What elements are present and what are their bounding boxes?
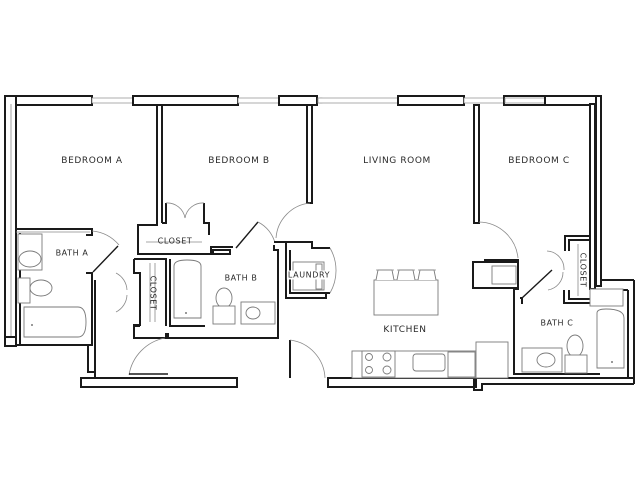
top-exterior-wall	[4, 95, 601, 106]
right-exterior-wall	[589, 95, 635, 384]
entry-hall-walls	[94, 337, 326, 379]
bath-a-walls	[16, 228, 120, 373]
left-exterior-wall	[4, 95, 17, 347]
room-label-bath-a: BATH A	[55, 248, 89, 258]
room-label-closet-b-side: CLOSET	[148, 275, 158, 311]
room-label-bath-b: BATH B	[224, 273, 258, 283]
bedroom-a-b-divider	[137, 105, 163, 237]
living-bedroom-c-divider	[473, 104, 519, 259]
bedroom-b-living-divider	[275, 104, 313, 239]
room-label-closet-c: CLOSET	[578, 252, 588, 288]
room-label-bedroom-c: BEDROOM C	[508, 156, 570, 166]
room-label-laundry: LAUNDRY	[286, 270, 332, 280]
room-label-bedroom-b: BEDROOM B	[208, 156, 270, 166]
bath-b-closets-walls	[115, 202, 279, 339]
bottom-exterior-wall	[80, 377, 634, 391]
room-label-living-room: LIVING ROOM	[363, 156, 431, 166]
room-label-bath-c: BATH C	[540, 318, 574, 328]
bath-c-walls	[472, 235, 625, 375]
room-label-bedroom-a: BEDROOM A	[61, 156, 123, 166]
room-label-kitchen: KITCHEN	[383, 325, 427, 335]
room-label-closet-b-top: CLOSET	[157, 236, 193, 246]
kitchen-fixtures	[351, 269, 509, 379]
